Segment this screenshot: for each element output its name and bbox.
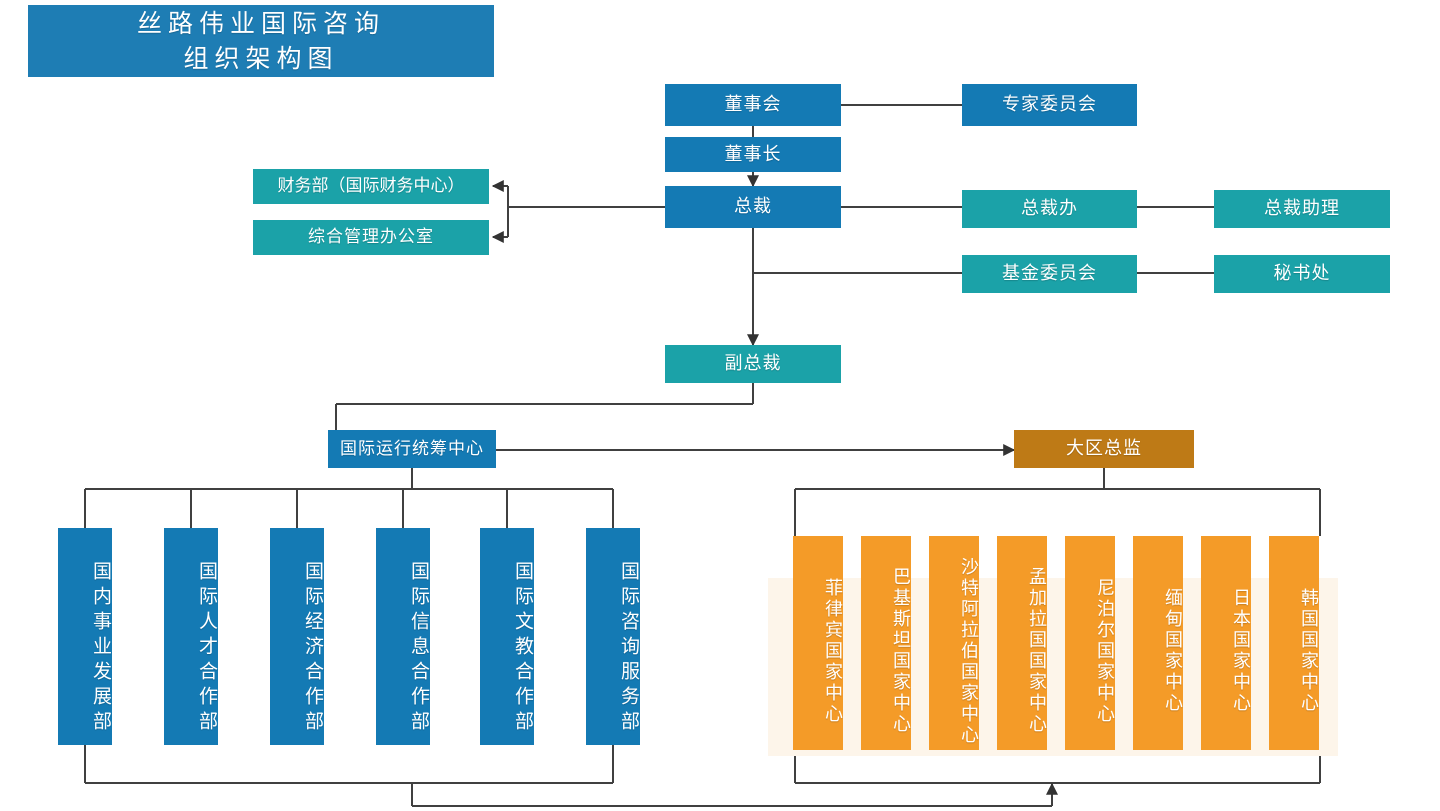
node-department-5[interactable]: 国际咨询服务部 bbox=[586, 528, 640, 745]
node-country-center-4[interactable]: 尼泊尔国家中心 bbox=[1065, 536, 1115, 750]
node-department-1[interactable]: 国际人才合作部 bbox=[164, 528, 218, 745]
node-finance-dept[interactable]: 财务部（国际财务中心） bbox=[253, 169, 489, 204]
node-department-2[interactable]: 国际经济合作部 bbox=[270, 528, 324, 745]
node-country-center-0[interactable]: 菲律宾国家中心 bbox=[793, 536, 843, 750]
node-country-center-5[interactable]: 缅甸国家中心 bbox=[1133, 536, 1183, 750]
node-board[interactable]: 董事会 bbox=[665, 84, 841, 126]
node-department-3[interactable]: 国际信息合作部 bbox=[376, 528, 430, 745]
node-country-center-3[interactable]: 孟加拉国国家中心 bbox=[997, 536, 1047, 750]
node-president[interactable]: 总裁 bbox=[665, 186, 841, 228]
node-secretariat[interactable]: 秘书处 bbox=[1214, 255, 1390, 293]
node-country-center-2[interactable]: 沙特阿拉伯国家中心 bbox=[929, 536, 979, 750]
chart-title-line2: 组织架构图 bbox=[183, 44, 339, 73]
node-admin-office[interactable]: 综合管理办公室 bbox=[253, 220, 489, 255]
node-ops-center[interactable]: 国际运行统筹中心 bbox=[328, 430, 496, 468]
node-president-assistant[interactable]: 总裁助理 bbox=[1214, 190, 1390, 228]
node-department-4[interactable]: 国际文教合作部 bbox=[480, 528, 534, 745]
country-centers-panel bbox=[768, 578, 1338, 756]
chart-title-line1: 丝路伟业国际咨询 bbox=[136, 8, 385, 38]
node-department-0[interactable]: 国内事业发展部 bbox=[58, 528, 112, 745]
node-regional-director[interactable]: 大区总监 bbox=[1014, 430, 1194, 468]
node-president-office[interactable]: 总裁办 bbox=[962, 190, 1137, 228]
node-chairman[interactable]: 董事长 bbox=[665, 137, 841, 172]
node-fund-committee[interactable]: 基金委员会 bbox=[962, 255, 1137, 293]
node-country-center-1[interactable]: 巴基斯坦国家中心 bbox=[861, 536, 911, 750]
node-country-center-6[interactable]: 日本国家中心 bbox=[1201, 536, 1251, 750]
node-country-center-7[interactable]: 韩国国家中心 bbox=[1269, 536, 1319, 750]
node-vice-president[interactable]: 副总裁 bbox=[665, 345, 841, 383]
chart-title: 丝路伟业国际咨询 组织架构图 bbox=[28, 5, 494, 77]
node-expert-committee[interactable]: 专家委员会 bbox=[962, 84, 1137, 126]
